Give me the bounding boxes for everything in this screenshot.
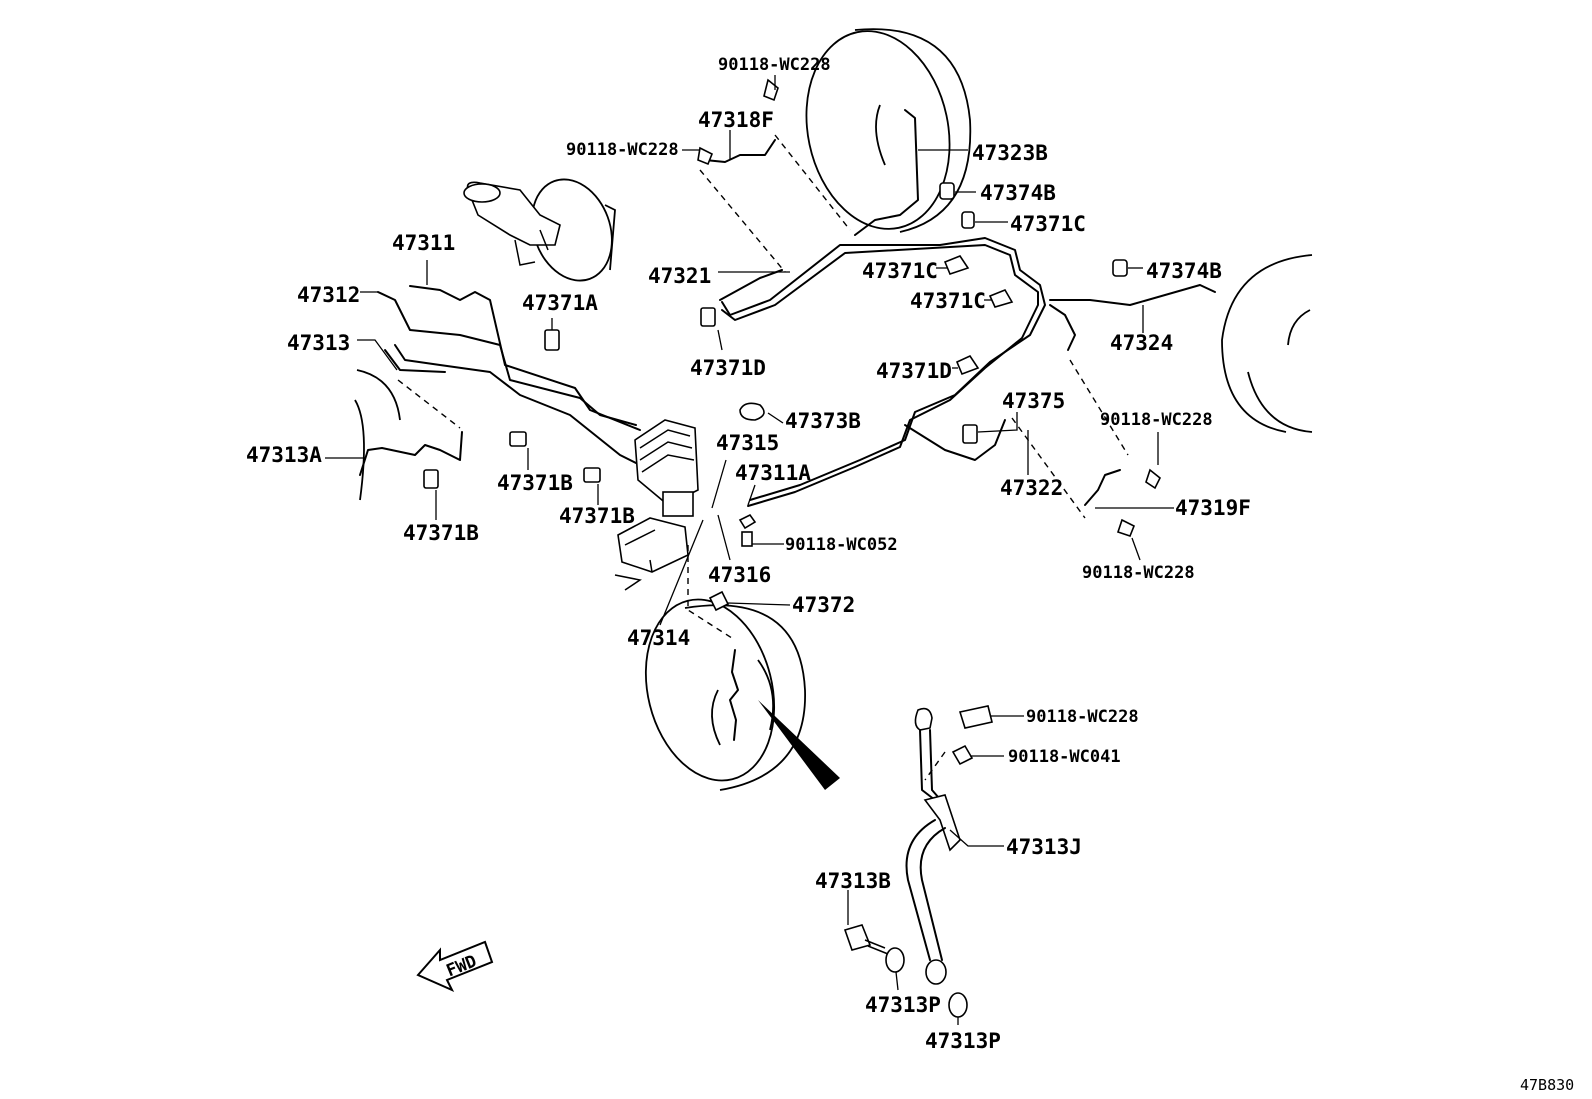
clips bbox=[423, 78, 1162, 612]
label-47373b: 47373B bbox=[785, 409, 861, 433]
diagram-reference-code: 47B830 bbox=[1520, 1076, 1574, 1094]
label-90118-wc228: 90118-WC228 bbox=[718, 55, 831, 75]
label-47371d: 47371D bbox=[690, 356, 766, 380]
label-47313p: 47313P bbox=[925, 1029, 1001, 1053]
label-90118-wc228: 90118-WC228 bbox=[1026, 707, 1139, 727]
label-47316: 47316 bbox=[708, 563, 771, 587]
label-90118-wc228: 90118-WC228 bbox=[1100, 410, 1213, 430]
label-47374b: 47374B bbox=[1146, 259, 1222, 283]
label-leaders bbox=[325, 75, 1174, 1025]
label-90118-wc052: 90118-WC052 bbox=[785, 535, 898, 555]
label-47321: 47321 bbox=[648, 264, 711, 288]
label-90118-wc228: 90118-WC228 bbox=[566, 140, 679, 160]
label-47371c: 47371C bbox=[1010, 212, 1086, 236]
label-47312: 47312 bbox=[297, 283, 360, 307]
brake-pipes bbox=[359, 109, 1216, 741]
rear-left-tire bbox=[354, 369, 401, 501]
front-hose-detail bbox=[843, 705, 993, 1018]
label-47311: 47311 bbox=[392, 231, 455, 255]
label-47319f: 47319F bbox=[1175, 496, 1251, 520]
label-47372: 47372 bbox=[792, 593, 855, 617]
label-47371b: 47371B bbox=[559, 504, 635, 528]
label-90118-wc228: 90118-WC228 bbox=[1082, 563, 1195, 583]
brake-booster bbox=[463, 178, 616, 282]
label-47315: 47315 bbox=[716, 431, 779, 455]
abs-actuator bbox=[614, 419, 699, 591]
label-47313b: 47313B bbox=[815, 869, 891, 893]
front-right-tire bbox=[805, 28, 972, 233]
label-47313: 47313 bbox=[287, 331, 350, 355]
dashed-leaders bbox=[397, 134, 1129, 781]
label-47374b: 47374B bbox=[980, 181, 1056, 205]
label-47313p: 47313P bbox=[865, 993, 941, 1017]
label-47313a: 47313A bbox=[246, 443, 322, 467]
rear-right-tire bbox=[1221, 254, 1313, 433]
label-47324: 47324 bbox=[1110, 331, 1173, 355]
label-47313j: 47313J bbox=[1006, 835, 1082, 859]
label-47371a: 47371A bbox=[522, 291, 598, 315]
fwd-arrow-icon: FWD bbox=[416, 940, 494, 993]
label-47318f: 47318F bbox=[698, 108, 774, 132]
label-47371b: 47371B bbox=[497, 471, 573, 495]
label-90118-wc041: 90118-WC041 bbox=[1008, 747, 1121, 767]
label-47371c: 47371C bbox=[910, 289, 986, 313]
label-47371d: 47371D bbox=[876, 359, 952, 383]
part-labels: 90118-WC228 47318F 90118-WC228 47323B 47… bbox=[246, 55, 1251, 1053]
label-47375: 47375 bbox=[1002, 389, 1065, 413]
label-47371b: 47371B bbox=[403, 521, 479, 545]
label-47322: 47322 bbox=[1000, 476, 1063, 500]
label-47314: 47314 bbox=[627, 626, 690, 650]
front-left-tire bbox=[644, 598, 840, 791]
label-47371c: 47371C bbox=[862, 259, 938, 283]
label-47323b: 47323B bbox=[972, 141, 1048, 165]
label-47311a: 47311A bbox=[735, 461, 811, 485]
